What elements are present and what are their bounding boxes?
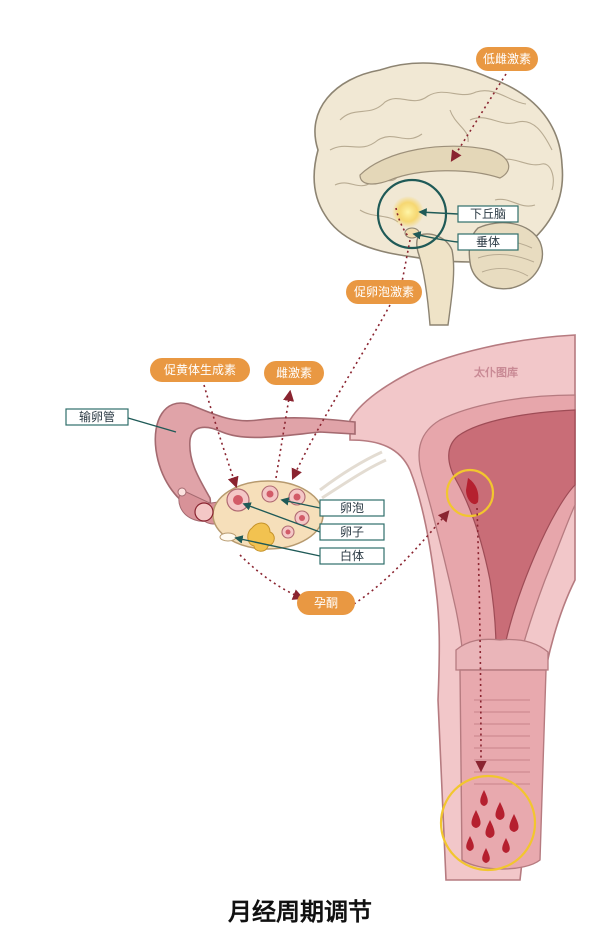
pituitary-leader xyxy=(412,231,459,243)
pill-lh-text: 促黄体生成素 xyxy=(164,363,236,377)
label-hypothalamus: 下丘脑 xyxy=(457,205,519,223)
fsh-arrow-to-ovary xyxy=(291,304,391,481)
endometrial-bleed-spot xyxy=(466,478,479,505)
pill-low-estrogen: 低雌激素 xyxy=(476,47,538,71)
lh-arrow-to-ovary xyxy=(203,384,239,489)
watermark: 太仆图库 xyxy=(473,365,518,379)
ruptured-follicle xyxy=(194,502,214,522)
progesterone-arrow-to-uterus xyxy=(353,510,450,605)
label-pituitary: 垂体 xyxy=(457,233,519,251)
ovum-leader xyxy=(242,502,321,533)
tube-and-ovary xyxy=(154,402,387,552)
pill-low-estrogen-text: 低雌激素 xyxy=(483,51,531,66)
label-fallopian-tube: 输卵管 xyxy=(65,408,129,426)
uterus-illustration: 太仆图库 xyxy=(349,334,576,881)
pill-progesterone: 孕酮 xyxy=(297,591,355,615)
label-ovum: 卵子 xyxy=(319,523,385,541)
hypothalamus-glow xyxy=(392,196,424,228)
leader-lines xyxy=(127,208,459,557)
endometrium-highlight-ring xyxy=(445,468,495,518)
uterine-cavity xyxy=(448,409,576,651)
ovarian-ligament xyxy=(319,450,387,500)
pill-progesterone-text: 孕酮 xyxy=(314,596,338,610)
vaginal-rugae xyxy=(474,699,530,785)
pill-lh: 促黄体生成素 xyxy=(150,358,250,382)
progesterone-arrow-from-ovary xyxy=(239,554,305,600)
label-pituitary-text: 垂体 xyxy=(476,235,500,249)
ovum-in-tube xyxy=(177,487,187,497)
vaginal-canal xyxy=(459,669,547,870)
pituitary-gland xyxy=(404,227,420,239)
follicle-leader xyxy=(280,497,321,509)
pill-estrogen-text: 雌激素 xyxy=(276,365,312,380)
menstrual-flow xyxy=(439,468,537,872)
blood-drops xyxy=(466,790,519,863)
label-fallopian-tube-text: 输卵管 xyxy=(79,409,115,424)
hypothalamus-leader xyxy=(418,208,459,217)
pill-fsh: 促卵泡激素 xyxy=(346,280,422,304)
pill-fsh-text: 促卵泡激素 xyxy=(354,285,414,299)
estrogen-arrow xyxy=(275,389,295,479)
label-follicle: 卵泡 xyxy=(319,499,385,517)
label-hypothalamus-text: 下丘脑 xyxy=(470,207,506,221)
cervix xyxy=(455,638,549,671)
hormone-pathways xyxy=(203,73,507,773)
hypothalamus-dotted-link xyxy=(395,207,409,237)
fallopian-tube-leader xyxy=(127,417,177,433)
brainstem xyxy=(415,233,455,326)
corpus-callosum xyxy=(359,145,510,185)
label-ovum-text: 卵子 xyxy=(340,525,364,539)
label-follicle-text: 卵泡 xyxy=(340,501,364,515)
diagram-title: 月经周期调节 xyxy=(228,898,372,926)
low-estrogen-arrow xyxy=(450,73,507,162)
label-corpus-albicans: 白体 xyxy=(319,547,385,565)
menstruation-path-arrow xyxy=(475,507,487,773)
pill-estrogen: 雌激素 xyxy=(264,361,324,385)
cerebellum xyxy=(468,222,544,290)
corpus-albicans-leader xyxy=(234,535,321,557)
fsh-arrow-brain-to-pill xyxy=(401,239,411,283)
label-corpus-albicans-text: 白体 xyxy=(340,548,364,563)
menstruation-highlight-ring xyxy=(439,774,537,872)
ovarian-follicles xyxy=(226,485,310,539)
corpus-albicans xyxy=(219,532,237,542)
